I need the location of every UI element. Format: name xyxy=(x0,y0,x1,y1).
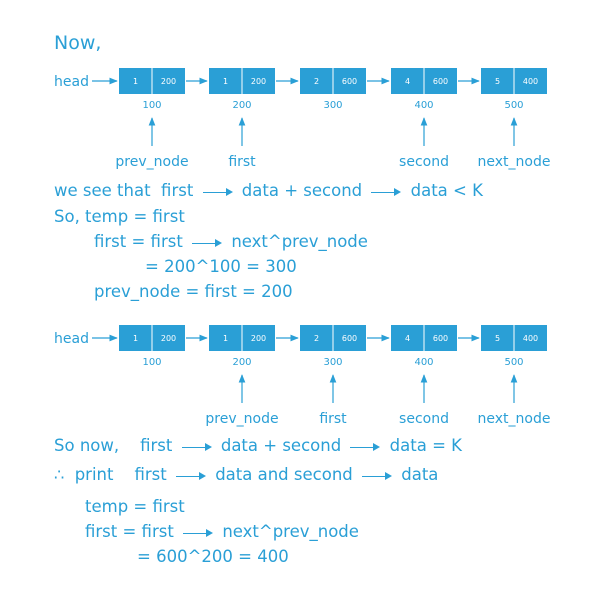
arrow-icon xyxy=(192,237,223,249)
node-link: 600 xyxy=(433,334,448,343)
first-text: first xyxy=(140,436,173,455)
data-plus-second-text: data + second xyxy=(241,181,363,200)
first-text: first xyxy=(161,181,194,200)
node-address: 200 xyxy=(232,357,251,368)
pointer-label: first xyxy=(228,154,256,170)
arrow-icon xyxy=(183,527,214,539)
list-node xyxy=(300,325,366,351)
node-address: 100 xyxy=(142,357,161,368)
node-address: 300 xyxy=(323,357,342,368)
temp-assign-line-2: temp = first xyxy=(85,497,185,516)
head-label: head xyxy=(54,331,89,347)
pointer-label: next_node xyxy=(478,154,551,170)
so-now-text: So now, xyxy=(54,436,120,455)
print-text: print xyxy=(74,465,114,484)
pointer-label: second xyxy=(399,154,449,170)
list-node xyxy=(391,68,457,94)
list-node xyxy=(391,325,457,351)
data-text: data xyxy=(401,465,439,484)
pointer-label: second xyxy=(399,411,449,427)
list-node xyxy=(119,325,185,351)
first-assign-line: first = first next^prev_node xyxy=(94,232,368,252)
data-and-second-text: data and second xyxy=(215,465,353,484)
node-address: 400 xyxy=(414,357,433,368)
node-address: 500 xyxy=(504,100,523,111)
list-node xyxy=(209,325,275,351)
pointer-label: next_node xyxy=(478,411,551,427)
pointer-label: prev_node xyxy=(115,154,188,170)
node-data: 4 xyxy=(405,77,410,86)
therefore-icon: ∴ xyxy=(54,465,65,484)
arrow-icon xyxy=(350,441,381,453)
arrow-icon xyxy=(181,441,212,453)
linked-list-diagram-1: head 1 200 100 1 200 200 2 600 300 4 600 400 5 400 500 p… xyxy=(54,68,550,170)
node-link: 600 xyxy=(342,334,357,343)
xor-result-line: = 200^100 = 300 xyxy=(145,257,297,276)
data-less-k-text: data < K xyxy=(410,181,483,200)
pointer-label: prev_node xyxy=(205,411,278,427)
node-link: 400 xyxy=(523,77,538,86)
node-address: 200 xyxy=(232,100,251,111)
list-node xyxy=(209,68,275,94)
list-node xyxy=(300,68,366,94)
first-equals-text: first = first xyxy=(85,522,174,541)
condition-line-2: So now, first data + second data = K xyxy=(54,436,462,456)
next-xor-prev-text: next^prev_node xyxy=(222,522,359,541)
node-link: 200 xyxy=(251,77,266,86)
node-address: 300 xyxy=(323,100,342,111)
node-data: 2 xyxy=(314,334,319,343)
pointer-label: first xyxy=(319,411,347,427)
condition-line-1: we see that first data + second data < K xyxy=(54,181,483,201)
data-plus-second-text: data + second xyxy=(220,436,342,455)
node-address: 400 xyxy=(414,100,433,111)
node-data: 4 xyxy=(405,334,410,343)
node-address: 500 xyxy=(504,357,523,368)
node-link: 600 xyxy=(342,77,357,86)
node-link: 200 xyxy=(251,334,266,343)
node-data: 1 xyxy=(223,334,228,343)
page-title: Now, xyxy=(54,32,102,54)
node-link: 400 xyxy=(523,334,538,343)
first-text: first xyxy=(134,465,167,484)
arrow-icon xyxy=(371,186,402,198)
list-node xyxy=(481,68,547,94)
arrow-icon xyxy=(202,186,233,198)
node-address: 100 xyxy=(142,100,161,111)
we-see-that-text: we see that xyxy=(54,181,151,200)
list-node xyxy=(481,325,547,351)
node-data: 1 xyxy=(133,77,138,86)
list-node xyxy=(119,68,185,94)
prev-node-assign-line: prev_node = first = 200 xyxy=(94,282,293,301)
node-data: 5 xyxy=(495,77,500,86)
node-data: 5 xyxy=(495,334,500,343)
arrow-icon xyxy=(175,470,206,482)
node-link: 600 xyxy=(433,77,448,86)
first-assign-line-2: first = first next^prev_node xyxy=(85,522,359,542)
head-label: head xyxy=(54,74,89,90)
next-xor-prev-text: next^prev_node xyxy=(231,232,368,251)
linked-list-diagram-2: head 1 200 100 1 200 200 2 600 300 4 600 400 5 400 500 p… xyxy=(54,325,550,427)
temp-assign-line: So, temp = first xyxy=(54,207,185,226)
node-data: 2 xyxy=(314,77,319,86)
node-link: 200 xyxy=(161,77,176,86)
node-data: 1 xyxy=(223,77,228,86)
node-data: 1 xyxy=(133,334,138,343)
first-equals-text: first = first xyxy=(94,232,183,251)
node-link: 200 xyxy=(161,334,176,343)
arrow-icon xyxy=(362,470,392,482)
print-line: ∴ print first data and second data xyxy=(54,465,438,485)
data-equals-k-text: data = K xyxy=(389,436,462,455)
xor-result-line-2: = 600^200 = 400 xyxy=(137,547,289,566)
